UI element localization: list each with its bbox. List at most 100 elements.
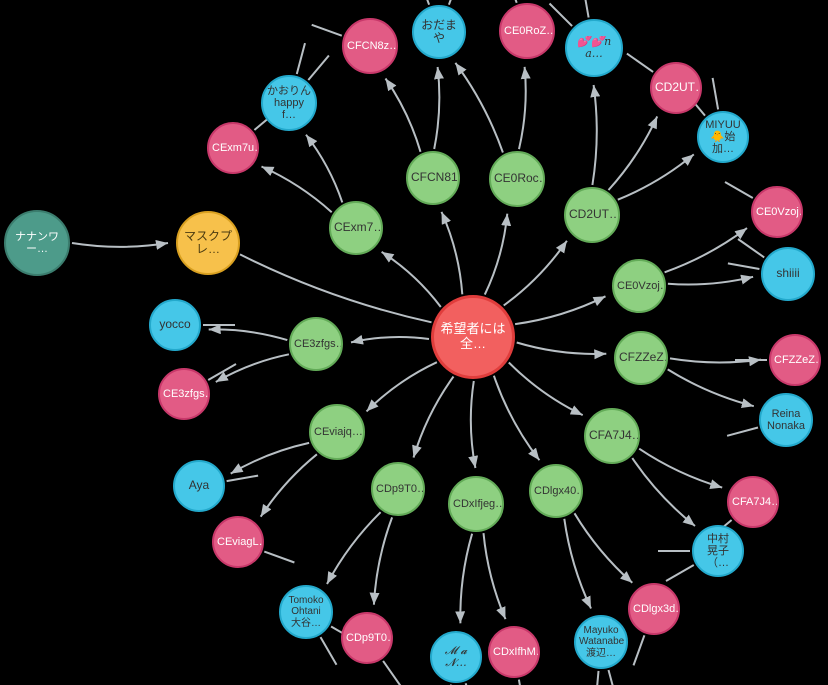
graph-edge-stub-reina-13 <box>726 426 759 437</box>
graph-edge-cexm7g-to-cexm7u <box>261 165 333 213</box>
node-label: ナナンワー… <box>15 230 59 255</box>
graph-edge-stub-ceviagl-26 <box>263 550 295 564</box>
graph-node-cfzzezp[interactable]: CFZZeZ… <box>769 334 821 386</box>
node-label: 𝓜 𝓪 𝓝… <box>444 644 468 669</box>
node-label: Aya <box>188 479 210 493</box>
node-label: shiiii <box>776 267 800 281</box>
node-label: 💕💕n a… <box>576 35 612 60</box>
graph-edge-stub-tomoko-25 <box>319 636 338 666</box>
node-label: CFCN8z… <box>347 39 396 52</box>
graph-node-ceviagl[interactable]: CEviagL… <box>212 516 264 568</box>
graph-node-kaorin[interactable]: かおりん happy f… <box>261 75 317 131</box>
graph-edge-stub-nakamura-15 <box>665 564 695 582</box>
graph-edge-center-to-ceviajq <box>365 361 438 413</box>
graph-edge-center-to-cdxifjeg <box>468 380 479 469</box>
node-label: CE0RoZ… <box>504 24 553 37</box>
graph-node-cfzzezg[interactable]: CFZZeZ… <box>614 331 668 385</box>
graph-edge-stub-odamaya-2 <box>447 0 452 6</box>
graph-node-ce3zfgsp[interactable]: CE3zfgs… <box>158 368 210 420</box>
graph-node-nananwa[interactable]: ナナンワー… <box>4 210 70 276</box>
graph-node-shiiii[interactable]: shiiii <box>761 247 815 301</box>
node-label: CExm7u… <box>212 141 257 154</box>
node-label: 中村 晃子（… <box>707 532 729 570</box>
node-label: CDxIfhM… <box>493 645 538 658</box>
graph-node-tomoko[interactable]: Tomoko Ohtani 大谷… <box>279 585 333 639</box>
graph-edge-ce0vzojg-to-shiiii <box>667 274 754 286</box>
graph-node-cfa7j4p[interactable]: CFA7J4… <box>727 476 779 528</box>
graph-edge-cd2utg-to-heartna <box>590 84 601 186</box>
graph-node-aya[interactable]: Aya <box>173 460 225 512</box>
graph-edge-cfzzezg-to-cfzzezp <box>669 356 762 367</box>
node-label: CE3zfgs… <box>294 337 341 350</box>
graph-node-cdlgx40[interactable]: CDlgx40… <box>529 464 583 518</box>
graph-edge-center-to-cd2utg <box>503 240 568 307</box>
graph-node-cexm7g[interactable]: CExm7… <box>329 201 383 255</box>
graph-node-ce0roc[interactable]: CE0Roc… <box>489 151 545 207</box>
node-label: MIYUU 🐥始加… <box>705 118 741 156</box>
graph-edge-stub-cdxifhm-20 <box>517 679 521 685</box>
graph-node-cexm7u[interactable]: CExm7u… <box>207 122 259 174</box>
graph-edge-cdp9t0g-to-cdp9t0p <box>369 517 394 605</box>
node-label: 希望者には全… <box>440 322 506 351</box>
graph-node-maskpre[interactable]: マスクプレ… <box>176 211 240 275</box>
graph-node-reina[interactable]: Reina Nonaka <box>759 393 813 447</box>
graph-edge-ce3zfgsg-to-yocco <box>208 324 288 342</box>
node-label: CE0Vzoj… <box>756 205 801 218</box>
graph-edge-center-to-ce3zfgsg <box>350 334 430 345</box>
graph-edge-stub-miyuu-8 <box>711 77 720 110</box>
graph-node-ce3zfgsg[interactable]: CE3zfgs… <box>289 317 343 371</box>
node-label: CFCN81… <box>411 171 458 185</box>
graph-node-heartna[interactable]: 💕💕n a… <box>565 19 623 77</box>
graph-node-nakamura[interactable]: 中村 晃子（… <box>692 525 744 577</box>
node-label: CFA7J4… <box>732 495 777 508</box>
graph-node-cdxifjeg[interactable]: CDxIfjeg… <box>448 476 504 532</box>
graph-node-cd2utp[interactable]: CD2UT… <box>650 62 702 114</box>
graph-node-cfcn8z[interactable]: CFCN8z… <box>342 18 398 74</box>
graph-edge-stub-odamaya-1 <box>426 0 431 6</box>
node-label: CEviajq… <box>314 425 363 438</box>
graph-node-cdxifhm[interactable]: CDxIfhM… <box>488 626 540 678</box>
graph-edge-ceviajq-to-ceviagl <box>259 453 318 518</box>
node-label: マスクプレ… <box>183 229 232 256</box>
graph-edge-center-to-cfzzezg <box>516 341 607 360</box>
graph-edge-ceviajq-to-aya <box>230 441 310 475</box>
graph-node-ce0vzojp[interactable]: CE0Vzoj… <box>751 186 803 238</box>
graph-edge-nananwa-to-maskpre <box>71 239 169 250</box>
graph-edge-ce3zfgsg-to-ce3zfgsp <box>215 353 290 383</box>
node-label: CExm7… <box>334 221 381 235</box>
graph-node-odamaya[interactable]: おだまや <box>412 5 466 59</box>
graph-node-ceviajq[interactable]: CEviajq… <box>309 404 365 460</box>
graph-node-cdlgx3d[interactable]: CDlgx3d… <box>628 583 680 635</box>
graph-edge-ce0roc-to-ce0roz <box>518 66 531 150</box>
graph-node-cdp9t0p[interactable]: CDp9T0… <box>341 612 393 664</box>
graph-edge-cdp9t0g-to-tomoko <box>326 511 382 585</box>
graph-edge-cfa7j4g-to-nakamura <box>631 457 696 527</box>
graph-edge-stub-heartna-4 <box>548 2 573 27</box>
graph-node-ce0roz[interactable]: CE0RoZ… <box>499 3 555 59</box>
graph-node-mayuko[interactable]: Mayuko Watanabe 渡辺… <box>574 615 628 669</box>
graph-edge-cfzzezg-to-reina <box>667 368 755 409</box>
graph-node-cdp9t0g[interactable]: CDp9T0… <box>371 462 425 516</box>
graph-node-cfa7j4g[interactable]: CFA7J4… <box>584 408 640 464</box>
graph-edge-stub-shiiii-11 <box>737 238 765 259</box>
graph-edge-center-to-cfcn81 <box>440 211 464 295</box>
node-label: CDxIfjeg… <box>453 497 502 510</box>
graph-node-cd2utg[interactable]: CD2UT… <box>564 187 620 243</box>
graph-node-yocco[interactable]: yocco <box>149 299 201 351</box>
node-label: CFZZeZ… <box>774 353 819 366</box>
graph-node-center[interactable]: 希望者には全… <box>431 295 515 379</box>
node-label: CDp9T0… <box>376 482 423 495</box>
graph-node-cfcn81[interactable]: CFCN81… <box>406 151 460 205</box>
graph-edge-cd2utg-to-miyuu <box>617 153 695 201</box>
graph-edge-center-to-cdp9t0g <box>412 375 455 458</box>
graph-node-miyuu[interactable]: MIYUU 🐥始加… <box>697 111 749 163</box>
graph-edge-stub-cdp9t0p-23 <box>382 660 402 685</box>
node-label: CDp9T0… <box>346 631 391 644</box>
graph-node-manscript[interactable]: 𝓜 𝓪 𝓝… <box>430 631 482 683</box>
graph-edge-stub-kaorin-31 <box>295 42 306 75</box>
graph-edge-cfcn81-to-cfcn8z <box>384 77 422 153</box>
node-label: Mayuko Watanabe 渡辺… <box>579 625 625 659</box>
graph-edge-stub-ce0roz-3 <box>514 0 518 4</box>
graph-node-ce0vzojg[interactable]: CE0Vzoj… <box>612 259 666 313</box>
